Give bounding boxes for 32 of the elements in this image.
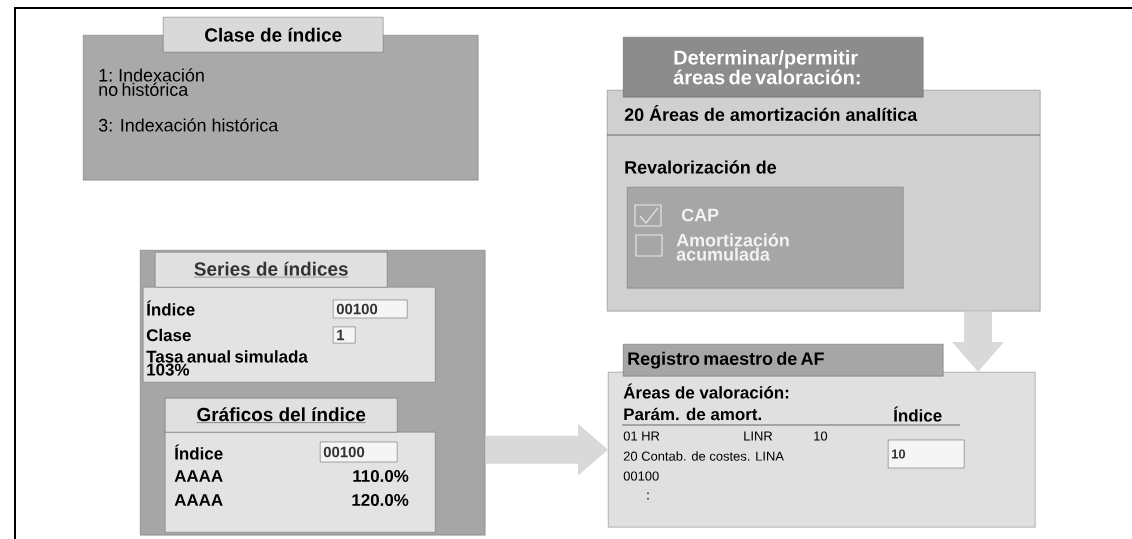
label-text: 01 HR [623, 431, 660, 441]
label-text: Áreas de valoración: [623, 383, 789, 399]
label-text: AAAA [174, 494, 223, 506]
label-text: Índice [147, 300, 195, 316]
input-field: 00100 [333, 299, 408, 319]
tab-heading: Series de índices [155, 252, 388, 288]
input-field: 00100 [320, 441, 398, 463]
label-text: 110.0% [353, 470, 409, 482]
label-text: 20 Contab. de costes. LINA [623, 451, 784, 461]
label-text: 3: Indexación histórica [98, 118, 279, 132]
tab-heading: Registro maestro de AF [623, 344, 944, 377]
label-text: Clase [146, 328, 191, 342]
input-field: 1 [333, 326, 356, 344]
tab-heading: Determinar/permitir áreas de valoración: [623, 37, 924, 98]
tab-heading: Clase de índice [163, 17, 384, 53]
label-text: : [647, 492, 649, 500]
label-text: Índice [894, 406, 942, 422]
tab-heading: Gráficos del índice [165, 398, 398, 433]
label-text: Amortización acumulada [676, 233, 789, 261]
label-text: 00100 [623, 471, 659, 481]
label-text: Parám. de amort. [624, 407, 761, 421]
label-text: 20 Áreas de amortización analítica [624, 104, 918, 122]
label-text: Tasa anual simulada 103% [146, 350, 308, 376]
input-field: 10 [888, 439, 965, 469]
label-text: 1: Indexación no histórica [99, 68, 204, 96]
label-text: Índice [175, 444, 223, 460]
label-text: 10 [814, 431, 828, 441]
label-text: LINR [744, 431, 773, 441]
label-text: Revalorización de [625, 160, 777, 174]
label-text: AAAA [174, 470, 223, 482]
label-text: 120.0% [352, 494, 409, 506]
label-text: CAP [681, 208, 719, 222]
